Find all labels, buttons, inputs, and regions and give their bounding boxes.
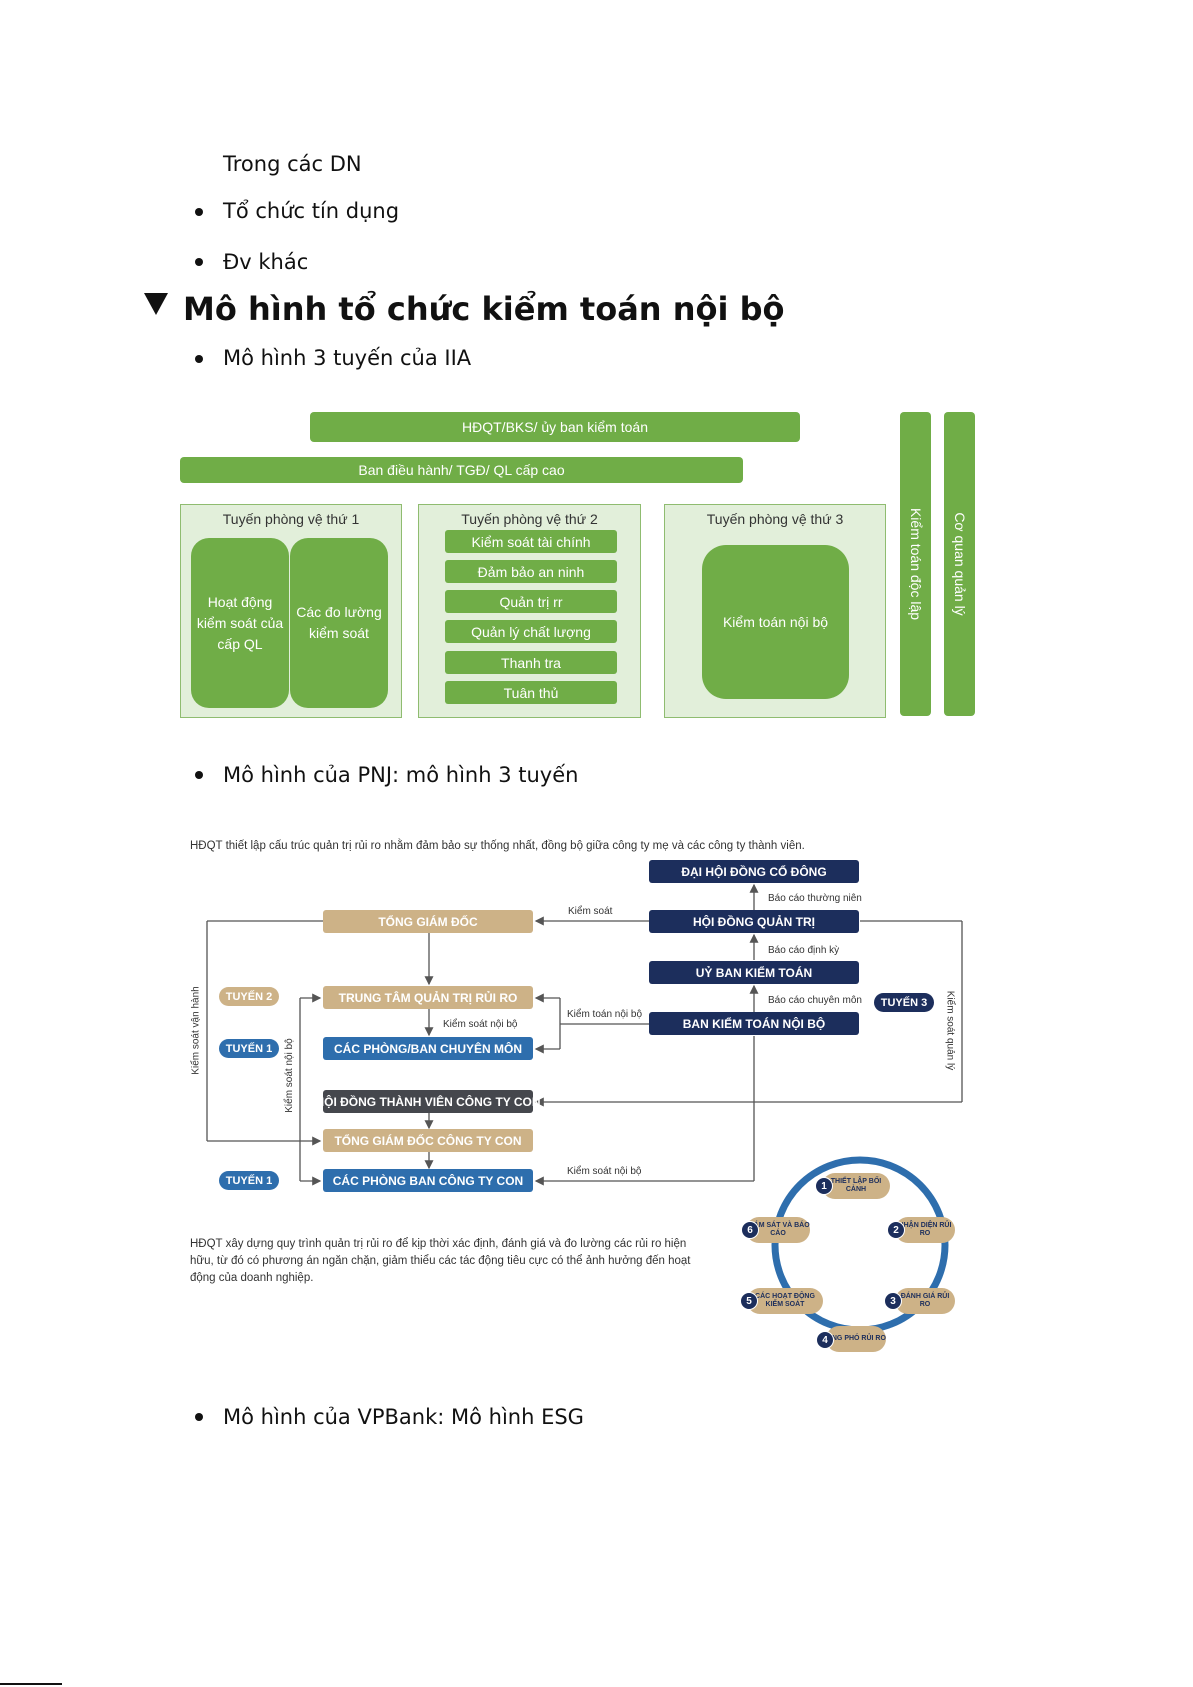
pnj-line1-pill: TUYẾN 1	[219, 1039, 279, 1058]
pnj-cycle-step-5: CÁC HOẠT ĐỘNG KIỂM SOÁT	[747, 1288, 823, 1314]
bullet-other-units: Đv khác	[223, 250, 309, 274]
pnj-label-internal-control-vertical: Kiểm soát nội bộ	[283, 1038, 295, 1113]
iia-line3-panel: Tuyến phòng vệ thứ 3 Kiểm toán nội bộ	[664, 504, 886, 718]
page-edge-mark	[0, 1683, 62, 1685]
bullet-credit-institutions: Tổ chức tín dụng	[223, 199, 400, 223]
section-heading: Mô hình tổ chức kiểm toán nội bộ	[183, 290, 785, 328]
iia-internal-audit-block: Kiểm toán nội bộ	[702, 545, 849, 699]
pnj-cycle-num-2: 2	[887, 1221, 905, 1239]
pnj-departments-box: CÁC PHÒNG/BAN CHUYÊN MÔN	[323, 1037, 533, 1060]
pnj-label-periodic-report: Báo cáo định kỳ	[768, 945, 840, 956]
pnj-ceo-box: TỔNG GIÁM ĐỐC	[323, 910, 533, 933]
iia-independent-audit-bar: Kiểm toán độc lập	[900, 412, 931, 716]
pnj-bottom-note: HĐQT xây dựng quy trình quản trị rủi ro …	[190, 1238, 691, 1284]
iia-line1-mgmt-controls: Hoạt động kiểm soát của cấp QL	[191, 538, 289, 708]
collapse-triangle-icon[interactable]	[144, 293, 168, 315]
pnj-cycle-step-4: ỨNG PHÓ RỦI RO	[826, 1326, 886, 1352]
pnj-cycle-num-6: 6	[741, 1221, 759, 1239]
pnj-line3-pill: TUYẾN 3	[874, 993, 934, 1012]
iia-line2-title: Tuyến phòng vệ thứ 2	[461, 511, 598, 527]
pnj-cycle-num-5: 5	[740, 1292, 758, 1310]
bullet-iia-model: Mô hình 3 tuyến của IIA	[223, 346, 472, 370]
pnj-cycle-num-1: 1	[815, 1177, 833, 1195]
pnj-line2-pill: TUYẾN 2	[219, 987, 279, 1006]
iia-management-bar: Ban điều hành/ TGĐ/ QL cấp cao	[180, 457, 743, 483]
iia-line2-item: Tuân thủ	[445, 681, 617, 704]
pnj-cycle-step-1: THIẾT LẬP BỐI CẢNH	[822, 1173, 890, 1199]
pnj-cycle-num-4: 4	[816, 1331, 834, 1349]
pnj-subsidiary-ceo-box: TỔNG GIÁM ĐỐC CÔNG TY CON	[323, 1129, 533, 1152]
bullet-vpbank-model: Mô hình của VPBank: Mô hình ESG	[223, 1405, 584, 1429]
iia-line1-panel: Tuyến phòng vệ thứ 1 Hoạt động kiểm soát…	[180, 504, 402, 718]
iia-line2-item: Quản trị rr	[445, 590, 617, 613]
pnj-cycle-num-3: 3	[884, 1292, 902, 1310]
iia-line3-title: Tuyến phòng vệ thứ 3	[706, 511, 844, 527]
bullet-dot	[195, 355, 203, 363]
iia-board-bar: HĐQT/BKS/ ủy ban kiểm toán	[310, 412, 800, 442]
pnj-label-control: Kiểm soát	[568, 906, 613, 917]
iia-line2-item: Kiểm soát tài chính	[445, 530, 617, 553]
pnj-label-annual-report: Báo cáo thường niên	[768, 893, 862, 904]
iia-line1-control-measures: Các đo lường kiểm soát	[290, 538, 388, 708]
pnj-risk-center-box: TRUNG TÂM QUẢN TRỊ RỦI RO	[323, 986, 533, 1009]
pnj-label-management-control: Kiểm soát quản lý	[944, 990, 956, 1071]
pnj-line1-pill-sub: TUYẾN 1	[219, 1171, 279, 1190]
pnj-subsidiary-departments-box: CÁC PHÒNG BAN CÔNG TY CON	[323, 1169, 533, 1192]
iia-regulator-bar: Cơ quan quản lý	[944, 412, 975, 716]
bullet-dot	[195, 258, 203, 266]
iia-line1-title: Tuyến phòng vệ thứ 1	[222, 511, 360, 527]
bullet-dot	[195, 771, 203, 779]
pnj-shareholders-box: ĐẠI HỘI ĐỒNG CỔ ĐÔNG	[649, 860, 859, 883]
bullet-dot	[195, 1413, 203, 1421]
pnj-cycle-step-2: NHẬN DIỆN RỦI RO	[895, 1217, 955, 1243]
pnj-label-internal-control-2: Kiểm soát nội bộ	[567, 1166, 642, 1177]
pnj-subsidiary-board-box: HỘI ĐỒNG THÀNH VIÊN CÔNG TY CON	[315, 1090, 541, 1113]
iia-line2-panel: Tuyến phòng vệ thứ 2 Kiểm soát tài chính…	[418, 504, 641, 718]
pnj-audit-committee-box: UỶ BAN KIỂM TOÁN	[649, 961, 859, 984]
bullet-pnj-model: Mô hình của PNJ: mô hình 3 tuyến	[223, 763, 579, 787]
pnj-internal-audit-box: BAN KIỂM TOÁN NỘI BỘ	[649, 1012, 859, 1035]
intro-line: Trong các DN	[223, 152, 362, 176]
iia-line2-item: Quản lý chất lượng	[445, 620, 617, 643]
pnj-label-operational-control: Kiểm soát vận hành	[190, 986, 202, 1075]
bullet-dot	[195, 208, 203, 216]
iia-line2-item: Thanh tra	[445, 651, 617, 674]
pnj-label-internal-audit: Kiểm toán nội bộ	[567, 1009, 643, 1020]
pnj-label-internal-control-1: Kiểm soát nội bộ	[443, 1019, 518, 1030]
pnj-label-professional-report: Báo cáo chuyên môn	[768, 995, 862, 1006]
pnj-board-box: HỘI ĐỒNG QUẢN TRỊ	[649, 910, 859, 933]
pnj-top-note: HĐQT thiết lập cấu trúc quản trị rủi ro …	[190, 840, 805, 852]
pnj-cycle-step-3: ĐÁNH GIÁ RỦI RO	[895, 1288, 955, 1314]
iia-line2-item: Đảm bảo an ninh	[445, 560, 617, 583]
